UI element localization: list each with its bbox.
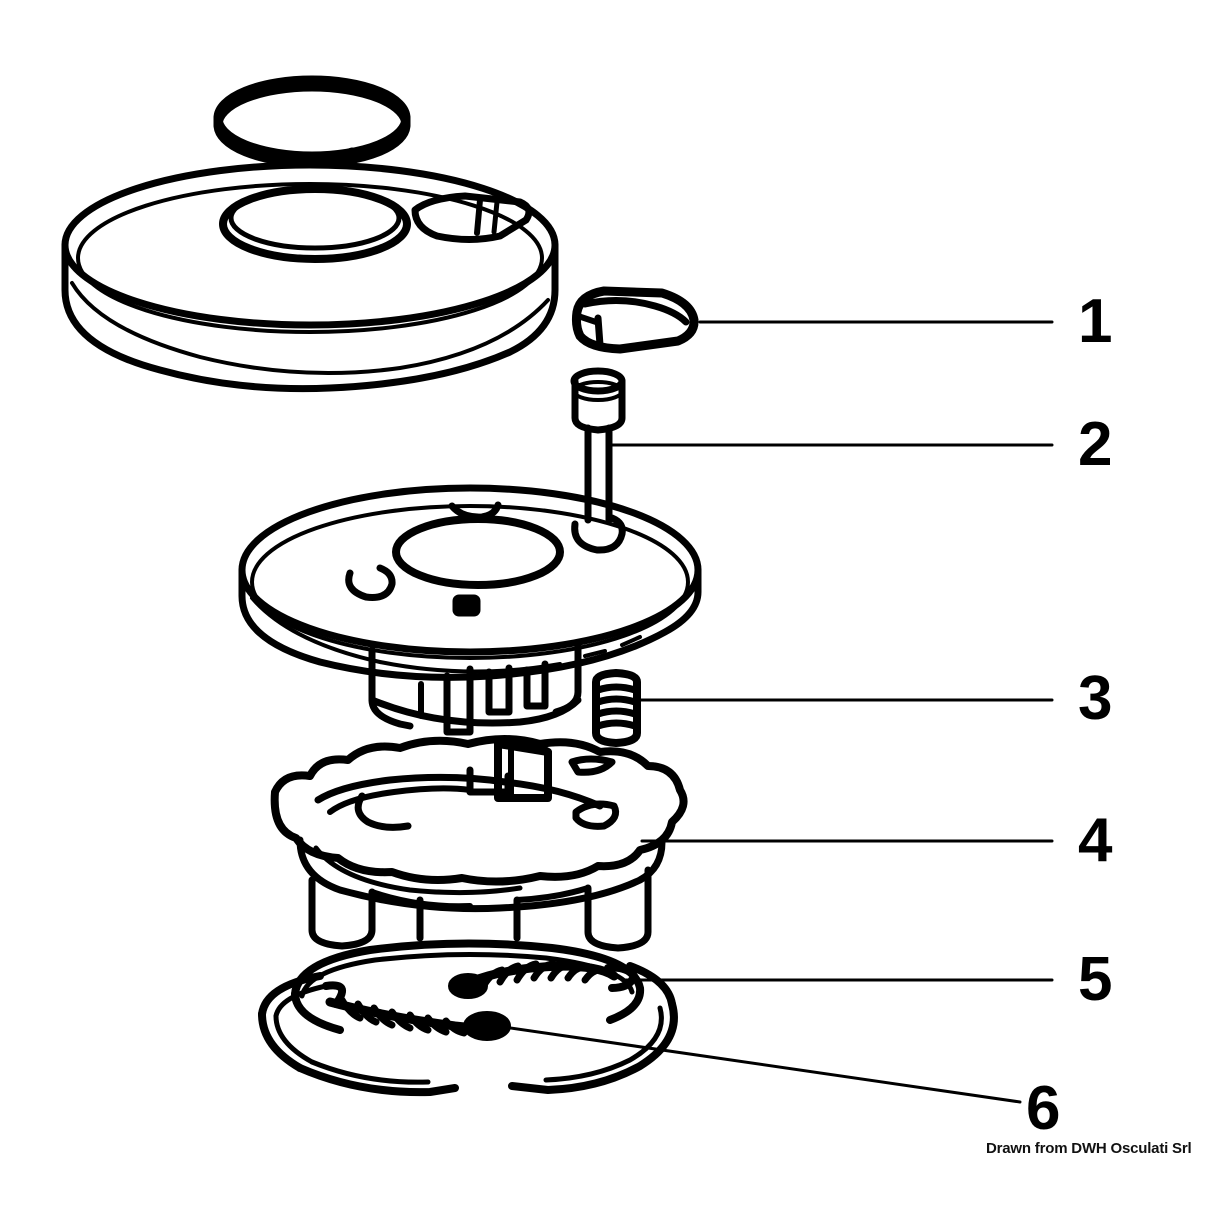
coil-spring-part bbox=[592, 669, 641, 747]
top-cap-disc-part bbox=[61, 161, 559, 393]
callout-label-3: 3 bbox=[1078, 664, 1113, 733]
leader-line-6 bbox=[495, 1024, 1022, 1104]
screw-part bbox=[570, 367, 626, 524]
credit-note: Drawn from DWH Osculati Srl bbox=[986, 1140, 1192, 1157]
callout-label-6: 6 bbox=[1026, 1074, 1061, 1143]
callout-label-4: 4 bbox=[1078, 806, 1113, 875]
callout-label-1: 1 bbox=[1078, 287, 1113, 356]
lower-split-ring-part bbox=[258, 962, 678, 1097]
callout-label-5: 5 bbox=[1078, 945, 1113, 1014]
callout-label-2: 2 bbox=[1078, 410, 1113, 479]
upper-split-ring-part bbox=[291, 939, 645, 1034]
cap-wedge-part bbox=[571, 286, 699, 354]
main-disc-body-part bbox=[238, 484, 702, 736]
leader-lines bbox=[495, 320, 1054, 1104]
lobed-plate-part bbox=[270, 735, 688, 952]
